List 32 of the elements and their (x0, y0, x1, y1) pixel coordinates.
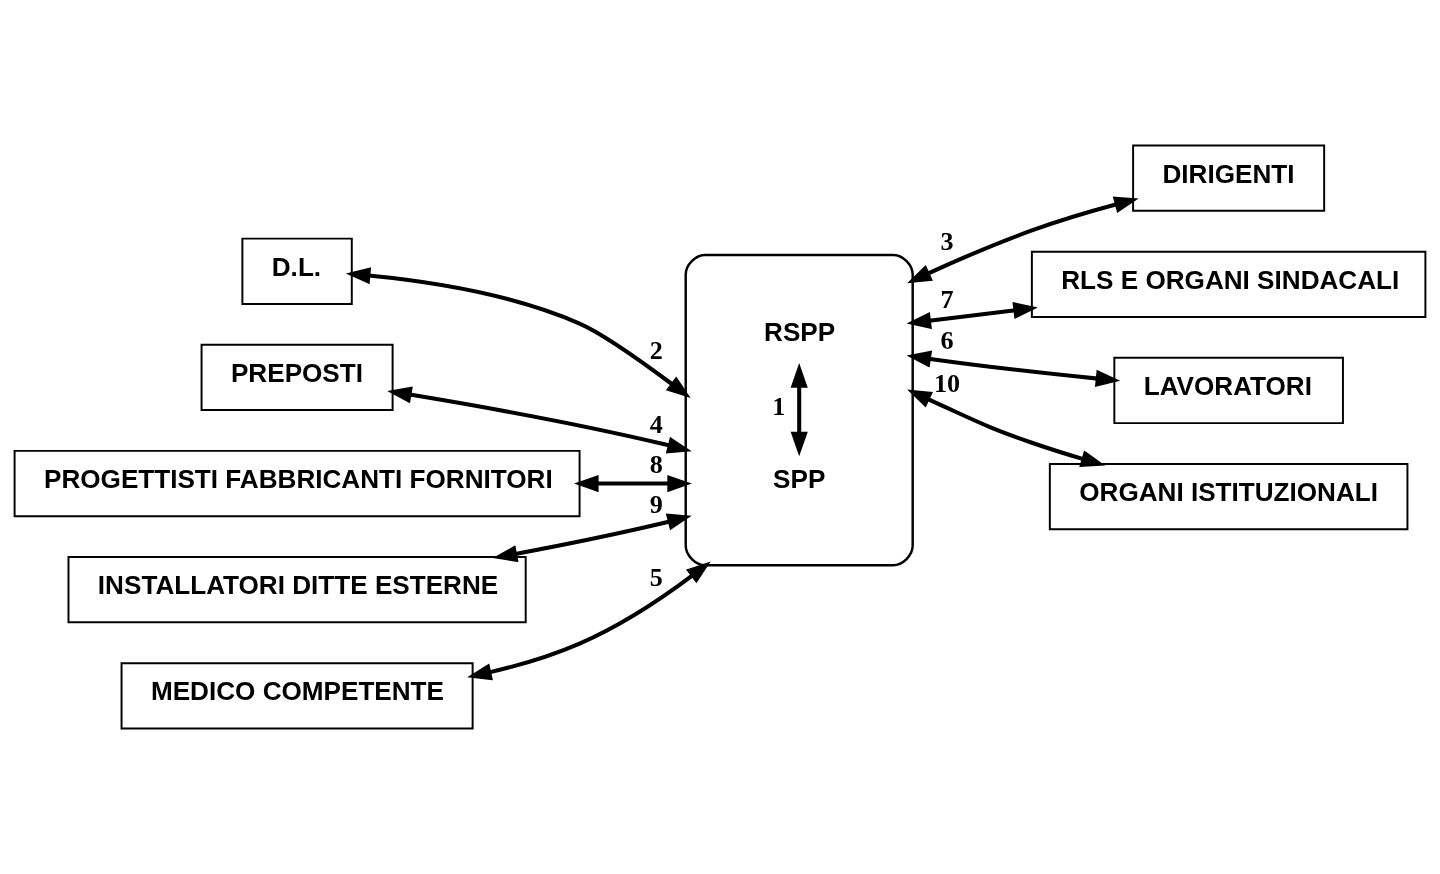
arrow (492, 513, 692, 563)
node-box: MEDICO COMPETENTE (120, 662, 474, 730)
edge-label: 10 (933, 368, 961, 398)
edge-label: 3 (940, 226, 954, 256)
cluster (684, 253, 914, 567)
arrow (467, 561, 711, 681)
arrow (907, 196, 1139, 284)
edge-label: 2 (649, 336, 663, 366)
arrow (345, 267, 691, 399)
edge-label: 5 (649, 563, 663, 593)
node-box: INSTALLATORI DITTE ESTERNE (67, 556, 527, 624)
edge-label: 8 (649, 450, 663, 480)
edge-label: 1 (772, 391, 786, 421)
arrow (906, 350, 1121, 387)
node-box: PROGETTISTI FABBRICANTI FORNITORI (13, 449, 581, 518)
edge-label: 4 (649, 409, 663, 439)
edge-label: 6 (940, 326, 954, 356)
node-box: LAVORATORI (1113, 356, 1344, 425)
node-box: RLS E ORGANI SINDACALI (1030, 250, 1427, 318)
node-box: DIRIGENTI (1132, 144, 1326, 212)
arrow (790, 363, 808, 457)
edge-label: 7 (940, 285, 954, 315)
node-box: D.L. (241, 237, 353, 305)
arrow (907, 389, 1106, 467)
node-text: SPP (773, 464, 826, 495)
node-box: PREPOSTI (200, 343, 394, 412)
arrow (387, 386, 692, 454)
arrow (574, 474, 692, 493)
node-text: RSPP (764, 317, 836, 348)
arrow (906, 302, 1038, 330)
edge-label: 9 (649, 489, 663, 519)
node-box: ORGANI ISTITUZIONALI (1048, 462, 1409, 531)
